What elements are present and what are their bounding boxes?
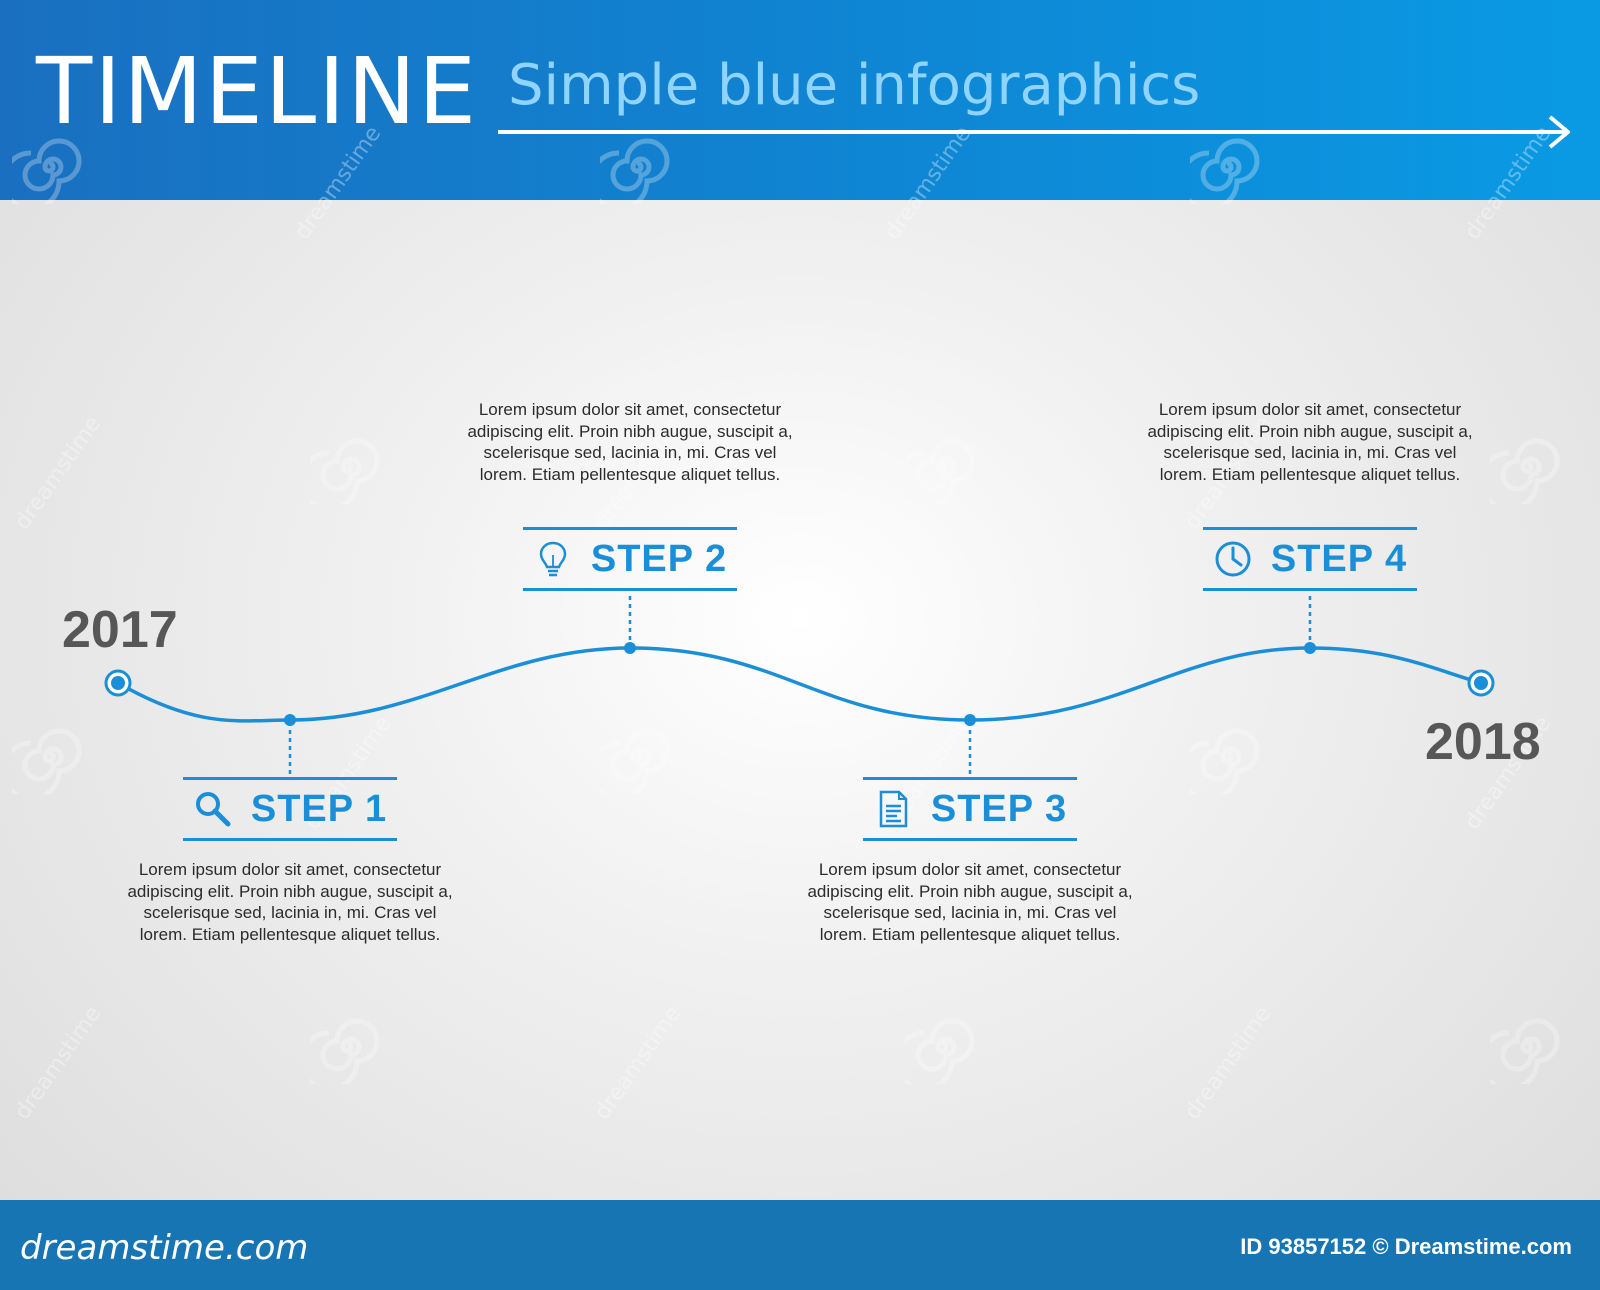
- step-3-label: STEP 3: [930, 787, 1068, 830]
- header-arrow-icon: [498, 115, 1570, 149]
- step-1-label: STEP 1: [250, 787, 388, 830]
- end-year: 2018: [1425, 713, 1541, 771]
- page-subtitle: Simple blue infographics: [508, 53, 1201, 118]
- step-4-label: STEP 4: [1270, 537, 1408, 580]
- start-node: [104, 669, 132, 697]
- step-4-description: Lorem ipsum dolor sit amet, consectetur …: [1147, 400, 1473, 484]
- clock-icon: [1215, 541, 1251, 577]
- step-3-box: STEP 3: [863, 777, 1077, 841]
- document-icon: [879, 790, 908, 828]
- end-node: [1467, 669, 1495, 697]
- timeline-curve: [117, 646, 1482, 723]
- step-2-node: [624, 642, 636, 654]
- step-1-node: [284, 714, 296, 726]
- step-2-label: STEP 2: [590, 537, 728, 580]
- header-banner: TIMELINE Simple blue infographics: [0, 0, 1600, 200]
- step-4-box: STEP 4: [1203, 527, 1417, 591]
- step-4-node: [1304, 642, 1316, 654]
- step-1-box: STEP 1: [183, 777, 397, 841]
- search-icon: [195, 792, 231, 827]
- footer-banner: dreamstime.com ID 93857152 © Dreamstime.…: [0, 1200, 1600, 1290]
- footer-image-id: ID 93857152 © Dreamstime.com: [1240, 1234, 1572, 1259]
- step-3-description: Lorem ipsum dolor sit amet, consectetur …: [807, 860, 1133, 944]
- step-3-node: [964, 714, 976, 726]
- start-year: 2017: [62, 601, 178, 659]
- lightbulb-icon: [539, 541, 567, 577]
- step-1-description: Lorem ipsum dolor sit amet, consectetur …: [127, 860, 453, 944]
- page-title: TIMELINE: [36, 38, 479, 145]
- step-2-box: STEP 2: [523, 527, 737, 591]
- footer-brand-logo: dreamstime.com: [20, 1228, 309, 1268]
- step-2-description: Lorem ipsum dolor sit amet, consectetur …: [467, 400, 793, 484]
